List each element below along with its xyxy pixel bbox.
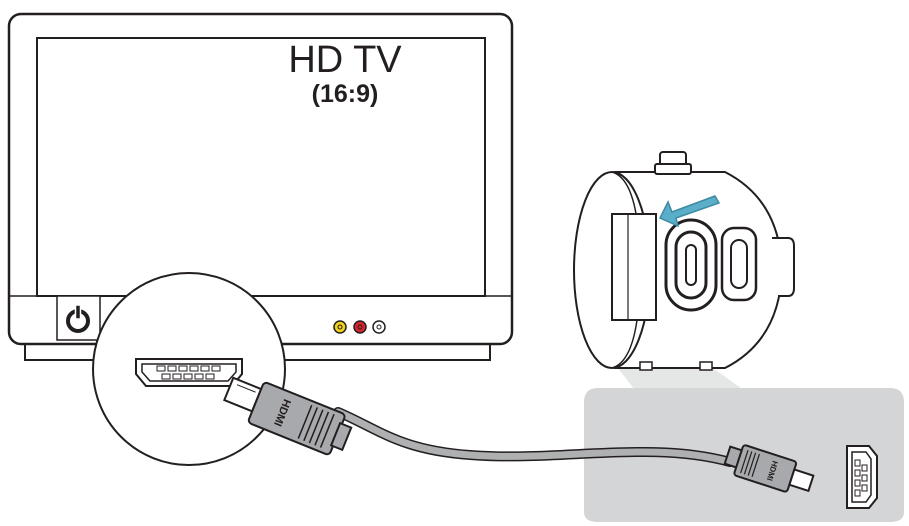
port-cover: [611, 213, 657, 321]
av-jack-yellow: [333, 320, 347, 334]
plug-tip: [788, 468, 815, 493]
av-jack-red: [353, 320, 367, 334]
power-icon: [66, 304, 90, 333]
tv-aspect-ratio: (16:9): [311, 80, 379, 108]
tv-set: [7, 12, 514, 361]
tv-hdmi-port: [135, 358, 243, 387]
av-jacks: [333, 320, 386, 334]
hand-strap-loop: [772, 237, 795, 297]
av-jack-white: [372, 320, 386, 334]
tv-screen: [36, 37, 486, 297]
hdmi-cable: [333, 407, 735, 467]
hdmi-plug-tv-side: HDMI: [223, 376, 353, 456]
camera-hdmi-port: [846, 445, 878, 509]
tv-hdmi-port-zoom: [92, 272, 286, 466]
tv-title: HD TV: [288, 39, 402, 81]
insert-arrow-icon: [658, 195, 721, 228]
hdmi-plug-camera-side: HDMI: [723, 444, 815, 493]
camcorder: [573, 151, 795, 371]
